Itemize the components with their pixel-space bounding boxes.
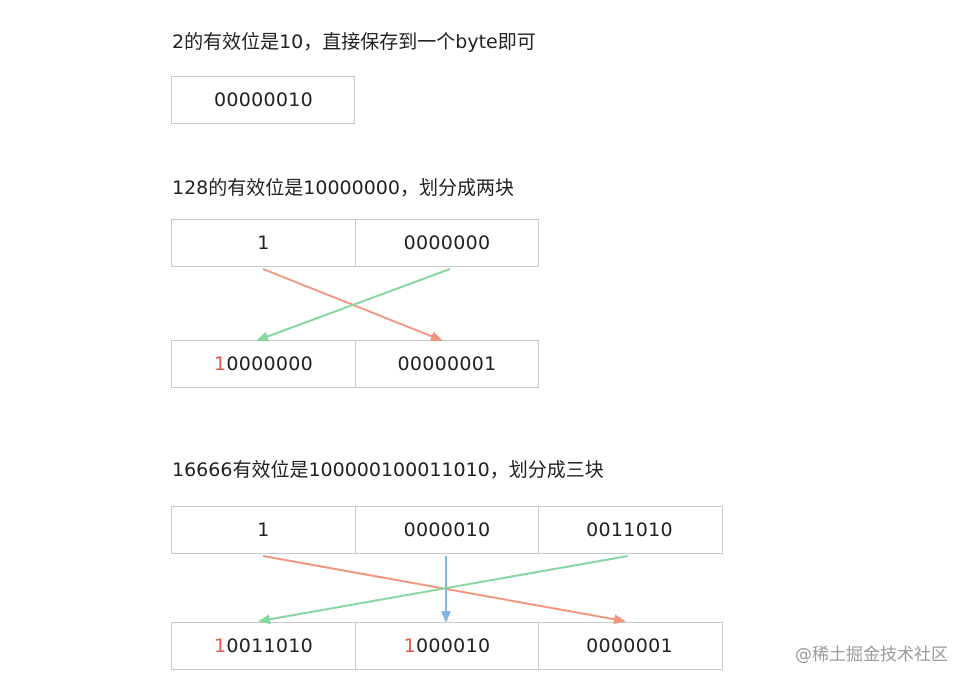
byte-payload: 0011010 [226,635,314,657]
section2-heading: 128的有效位是10000000，划分成两块 [172,177,514,199]
section3-top-row: 1 0000010 0011010 [171,506,723,554]
block-cell: 0000010 [355,507,538,553]
byte-cell: 00000010 [213,89,314,111]
section2-top-row: 1 0000000 [171,219,539,267]
block-cell: 1 [257,232,270,254]
continuation-bit: 1 [213,353,227,375]
byte-payload: 000010 [416,635,491,657]
block-cell: 1 [257,519,270,541]
section1-byte-row: 00000010 [171,76,355,124]
section3-heading: 16666有效位是100000100011010，划分成三块 [172,459,604,481]
byte-payload: 0000001 [586,635,673,657]
byte-payload: 00000001 [397,353,497,375]
byte-cell: 0000001 [538,623,720,669]
continuation-bit: 1 [403,635,417,657]
arrow-low-block-to-first-byte [258,555,629,625]
block-cell: 0011010 [538,507,720,553]
byte-payload: 0000000 [226,353,314,375]
continuation-bit: 1 [213,635,227,657]
section1-heading: 2的有效位是10，直接保存到一个byte即可 [172,31,536,53]
arrow-low-block-to-first-byte [256,268,451,342]
arrow-high-block-to-last-byte [262,555,626,625]
byte-cell: 00000001 [355,341,538,387]
arrow-high-block-to-low-byte [262,268,443,341]
watermark: @稀土掘金技术社区 [795,645,948,665]
block-cell: 0000000 [355,220,538,266]
